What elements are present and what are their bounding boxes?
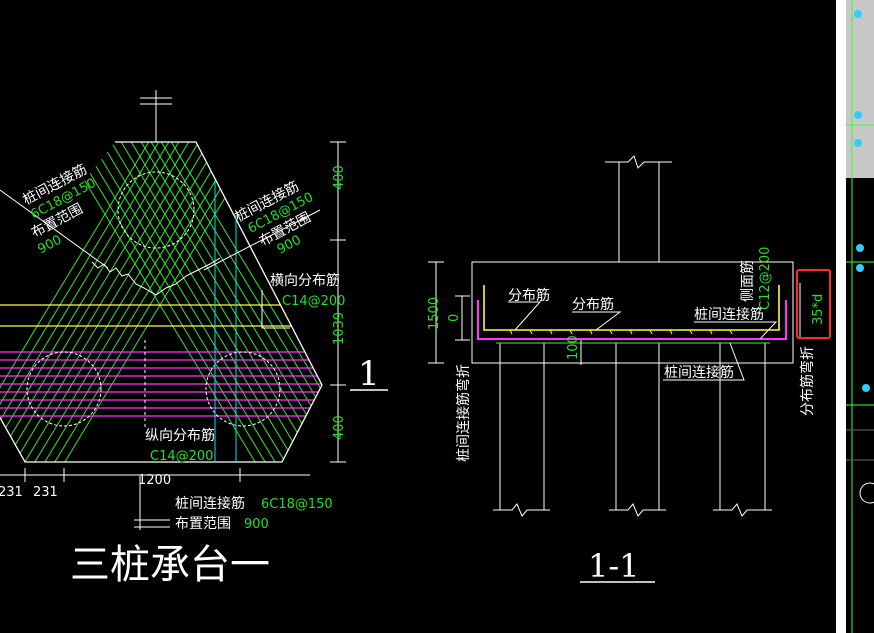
panel-node-icon-c: [854, 139, 862, 147]
label-left-vertical: 桩间连接筋弯折: [455, 364, 472, 462]
right-edge-panel: [836, 0, 874, 633]
dimension-chain-right: [330, 141, 346, 463]
label-pile-rebar-bottom: 桩间连接筋: [664, 364, 734, 381]
label-longitudinal: 纵向分布筋: [145, 427, 215, 444]
label-bottom-range: 布置范围: [175, 515, 231, 532]
dim-400-top: 400: [332, 165, 347, 190]
dim-1039: 1039: [332, 312, 347, 345]
dim-1500: 1500: [427, 297, 442, 330]
spec-longitudinal: C14@200: [150, 449, 213, 464]
panel-node-icon-d: [856, 244, 864, 252]
leader-pile-bottom: [663, 342, 745, 381]
highlight-box[interactable]: [796, 269, 831, 339]
spec-transverse: C14@200: [282, 294, 345, 309]
leader-pile-top: [694, 321, 778, 340]
spec-bottom-rebar: 6C18@150: [261, 497, 333, 512]
plan-title: 三桩承台一: [70, 542, 270, 588]
label-bottom-rebar: 桩间连接筋: [175, 495, 245, 512]
pile-cap-plan: 桩间连接筋 6C18@150 布置范围 900 桩间连接筋 6C18@150 布…: [0, 90, 388, 588]
section-dims-left: [428, 261, 582, 365]
pile-circle-right: [205, 351, 281, 427]
panel-node-icon-a: [854, 10, 862, 18]
pile-middle: [609, 343, 666, 517]
dimension-chain-bottom: [0, 468, 310, 482]
dim-100: 100: [566, 335, 581, 360]
section-title: 1-1: [588, 547, 640, 585]
panel-gray-block: [846, 0, 874, 178]
section-marker: 1: [358, 354, 380, 394]
label-side-rebar: 侧面筋: [739, 260, 756, 302]
label-dist-rebar-2: 分布筋: [572, 296, 614, 313]
dim-1200: 1200: [138, 473, 171, 488]
leader-transverse: [261, 290, 290, 329]
pile-circle-top: [117, 171, 195, 249]
label-pile-rebar-top: 桩间连接筋: [694, 306, 764, 323]
panel-node-icon-e: [856, 264, 864, 272]
dim-400-bottom: 400: [332, 415, 347, 440]
section-view: 1500 0 100 分布筋 分布筋 桩间连接筋 桩间连接筋 侧面筋 C12@2…: [427, 155, 831, 585]
spec-side-rebar: C12@200: [758, 247, 773, 310]
leader-left: [0, 189, 109, 269]
tie-zigzag-left: [91, 261, 157, 296]
label-transverse: 横向分布筋: [270, 272, 340, 289]
leader-dist-1: [508, 301, 542, 331]
leader-right: [203, 209, 321, 271]
cap-section-rect: [471, 261, 794, 364]
value-bottom-range: 900: [244, 517, 269, 532]
pile-circle-left: [26, 351, 102, 427]
leader-dist-2: [572, 311, 622, 331]
panel-axis-bubble: [859, 482, 874, 504]
dim-0: 0: [447, 314, 462, 322]
pile-right: [713, 343, 772, 517]
column-break: [605, 155, 672, 169]
label-right-vertical: 分布筋弯折: [799, 346, 816, 416]
panel-separator: [836, 0, 846, 633]
distribution-ticks: [509, 329, 733, 335]
tie-zigzag-right: [155, 257, 221, 296]
dim-231-a: 231: [0, 485, 23, 500]
magenta-hatch-band: [0, 351, 322, 417]
magenta-rebar-section: [477, 300, 787, 340]
pile-left: [493, 343, 550, 517]
yellow-rebar-section: [483, 285, 780, 331]
panel-node-icon-f: [862, 384, 870, 392]
panel-node-icon-b: [854, 111, 862, 119]
value-35d: 35*d: [811, 294, 826, 325]
pile-cap-outline: [0, 141, 323, 463]
label-dist-rebar-1: 分布筋: [508, 287, 550, 304]
dim-231-b: 231: [33, 485, 58, 500]
